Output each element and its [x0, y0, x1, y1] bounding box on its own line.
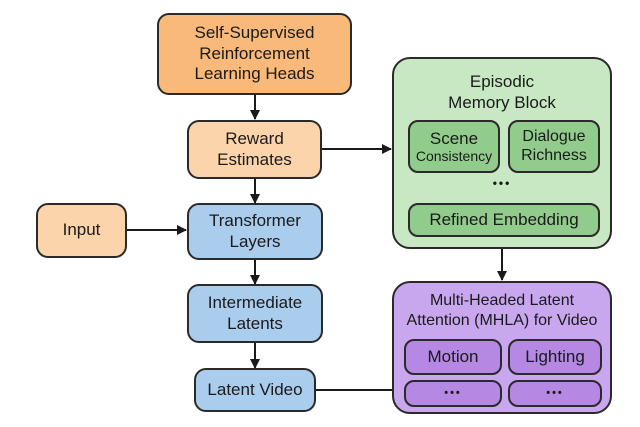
- mhla-placeholder-left: •••: [404, 380, 502, 407]
- lighting-item: Lighting: [508, 339, 602, 375]
- refined-embedding-item: Refined Embedding: [408, 203, 600, 237]
- rl-heads-node: Self-Supervised Reinforcement Learning H…: [157, 13, 352, 95]
- mhla-title-line2: Attention (MHLA) for Video: [406, 312, 598, 329]
- reward-estimates-node: Reward Estimates: [187, 120, 322, 179]
- intermediate-latents-node: Intermediate Latents: [187, 284, 323, 343]
- motion-label: Motion: [427, 346, 479, 366]
- placeholder-left-dots: •••: [444, 386, 462, 399]
- placeholder-right-dots: •••: [546, 386, 564, 399]
- intermediate-line2: Latents: [227, 313, 283, 333]
- mhla-placeholder-right: •••: [508, 380, 602, 407]
- rl-heads-line3: Learning Heads: [194, 64, 315, 84]
- lighting-label: Lighting: [525, 346, 585, 366]
- refined-embedding-label: Refined Embedding: [429, 209, 579, 229]
- dialogue-line2: Richness: [521, 146, 587, 164]
- memory-title: Episodic Memory Block: [394, 71, 610, 114]
- intermediate-line1: Intermediate: [207, 293, 303, 313]
- reward-line1: Reward: [225, 129, 284, 149]
- memory-ellipsis: •••: [492, 176, 512, 190]
- mhla-title-line1: Multi-Headed Latent: [429, 292, 575, 309]
- dialogue-line1: Dialogue: [522, 128, 586, 146]
- reward-line2: Estimates: [217, 149, 292, 169]
- mhla-title: Multi-Headed Latent Attention (MHLA) for…: [394, 291, 610, 331]
- motion-item: Motion: [404, 339, 502, 375]
- latent-video-node: Latent Video: [194, 368, 316, 412]
- transformer-line1: Transformer: [209, 211, 301, 231]
- latent-video-label: Latent Video: [207, 379, 303, 399]
- scene-consistency-item: Scene Consistency: [408, 120, 500, 173]
- memory-title-line2: Memory Block: [448, 93, 556, 113]
- transformer-layers-node: Transformer Layers: [187, 203, 323, 260]
- rl-heads-line2: Reinforcement: [199, 43, 310, 63]
- scene-line2: Consistency: [415, 148, 493, 165]
- input-node: Input: [36, 203, 127, 258]
- input-label: Input: [62, 220, 101, 240]
- dialogue-richness-item: Dialogue Richness: [508, 120, 600, 173]
- memory-title-line1: Episodic: [469, 72, 535, 91]
- mhla-block: Multi-Headed Latent Attention (MHLA) for…: [392, 281, 612, 414]
- episodic-memory-block: Episodic Memory Block Scene Consistency …: [392, 57, 612, 249]
- scene-line1: Scene: [429, 128, 479, 148]
- rl-heads-line1: Self-Supervised: [194, 23, 315, 43]
- transformer-line2: Layers: [229, 231, 281, 251]
